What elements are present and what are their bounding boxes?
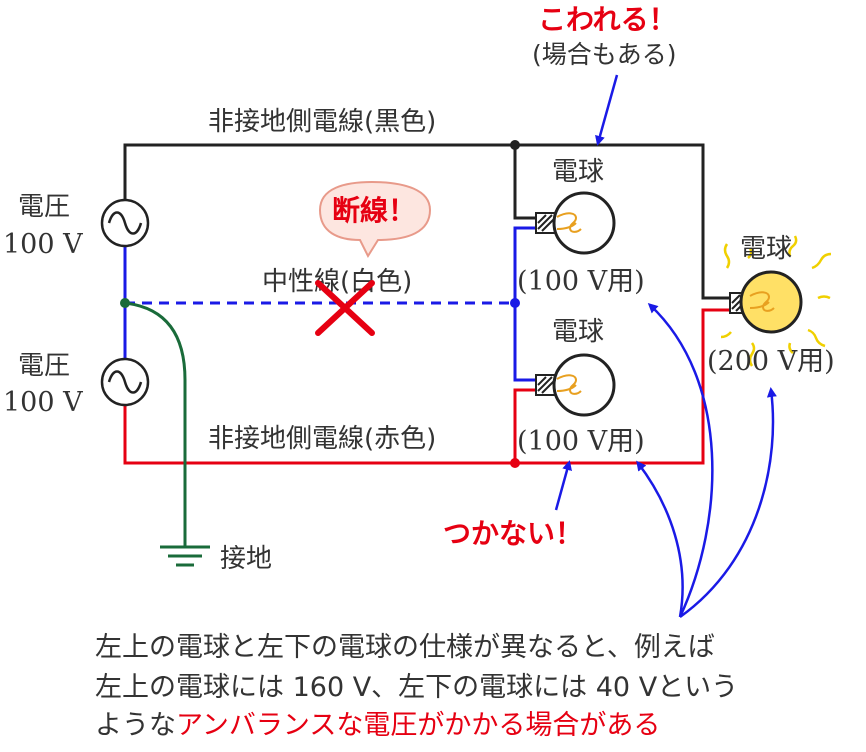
- arrow-caption-right: [679, 387, 777, 619]
- arrow-caption-lower: [636, 460, 684, 618]
- bulb-upper-rating: (100 V用): [517, 266, 645, 297]
- caption-line-1: 左上の電球と左下の電球の仕様が異なると、例えば: [95, 632, 715, 663]
- source-upper-label: 電圧: [18, 192, 70, 222]
- break-cross-icon: [315, 280, 375, 336]
- caption-line-3-plain: ような: [95, 710, 176, 741]
- caption-line-3-highlight: アンバランスな電圧がかかる場合がある: [176, 710, 660, 741]
- red-wire-label: 非接地側電線(赤色): [208, 424, 436, 454]
- ac-source-upper: [100, 198, 150, 248]
- bulb-lower-icon: [535, 353, 616, 417]
- neutral-wire-label: 中性線(白色): [262, 267, 412, 297]
- caption-line-3: ようなアンバランスな電圧がかかる場合がある: [95, 710, 660, 741]
- break-bubble-text: 断線！: [332, 194, 416, 227]
- bulb-upper-icon: [535, 191, 616, 255]
- bulb-upper-label: 電球: [552, 157, 604, 187]
- source-lower-label: 電圧: [18, 351, 70, 381]
- alert-breaks-sub: (場合もある): [532, 40, 677, 69]
- source-upper-value: 100 V: [3, 229, 83, 260]
- neutral-right-junction: [510, 298, 520, 308]
- ground-wire: [124, 301, 210, 567]
- break-bubble: 断線！: [318, 180, 432, 259]
- caption-line-2: 左上の電球には 160 V、左下の電球には 40 Vという: [95, 672, 738, 703]
- bulb-right-rating: (200 V用): [707, 346, 835, 377]
- alert-no-light: つかない！: [443, 517, 583, 550]
- bulb-right-label: 電球: [740, 234, 792, 264]
- arrow-caption-upper: [647, 302, 714, 618]
- ac-source-lower: [100, 357, 150, 407]
- source-lower-value: 100 V: [3, 387, 83, 418]
- black-wire: [123, 143, 738, 300]
- black-wire-label: 非接地側電線(黒色): [208, 107, 436, 137]
- red-wire-junction: [510, 458, 520, 468]
- red-wire: [123, 308, 738, 465]
- arrow-no-light: [554, 460, 572, 511]
- black-wire-junction: [510, 140, 520, 150]
- bulb-lower-rating: (100 V用): [517, 426, 645, 457]
- bulb-right-icon: [720, 235, 832, 367]
- bulb-lower-label: 電球: [552, 317, 604, 347]
- arrow-breaks: [595, 74, 619, 146]
- alert-breaks: こわれる！: [538, 3, 677, 36]
- ground-label: 接地: [220, 544, 272, 574]
- arrows: [554, 74, 777, 619]
